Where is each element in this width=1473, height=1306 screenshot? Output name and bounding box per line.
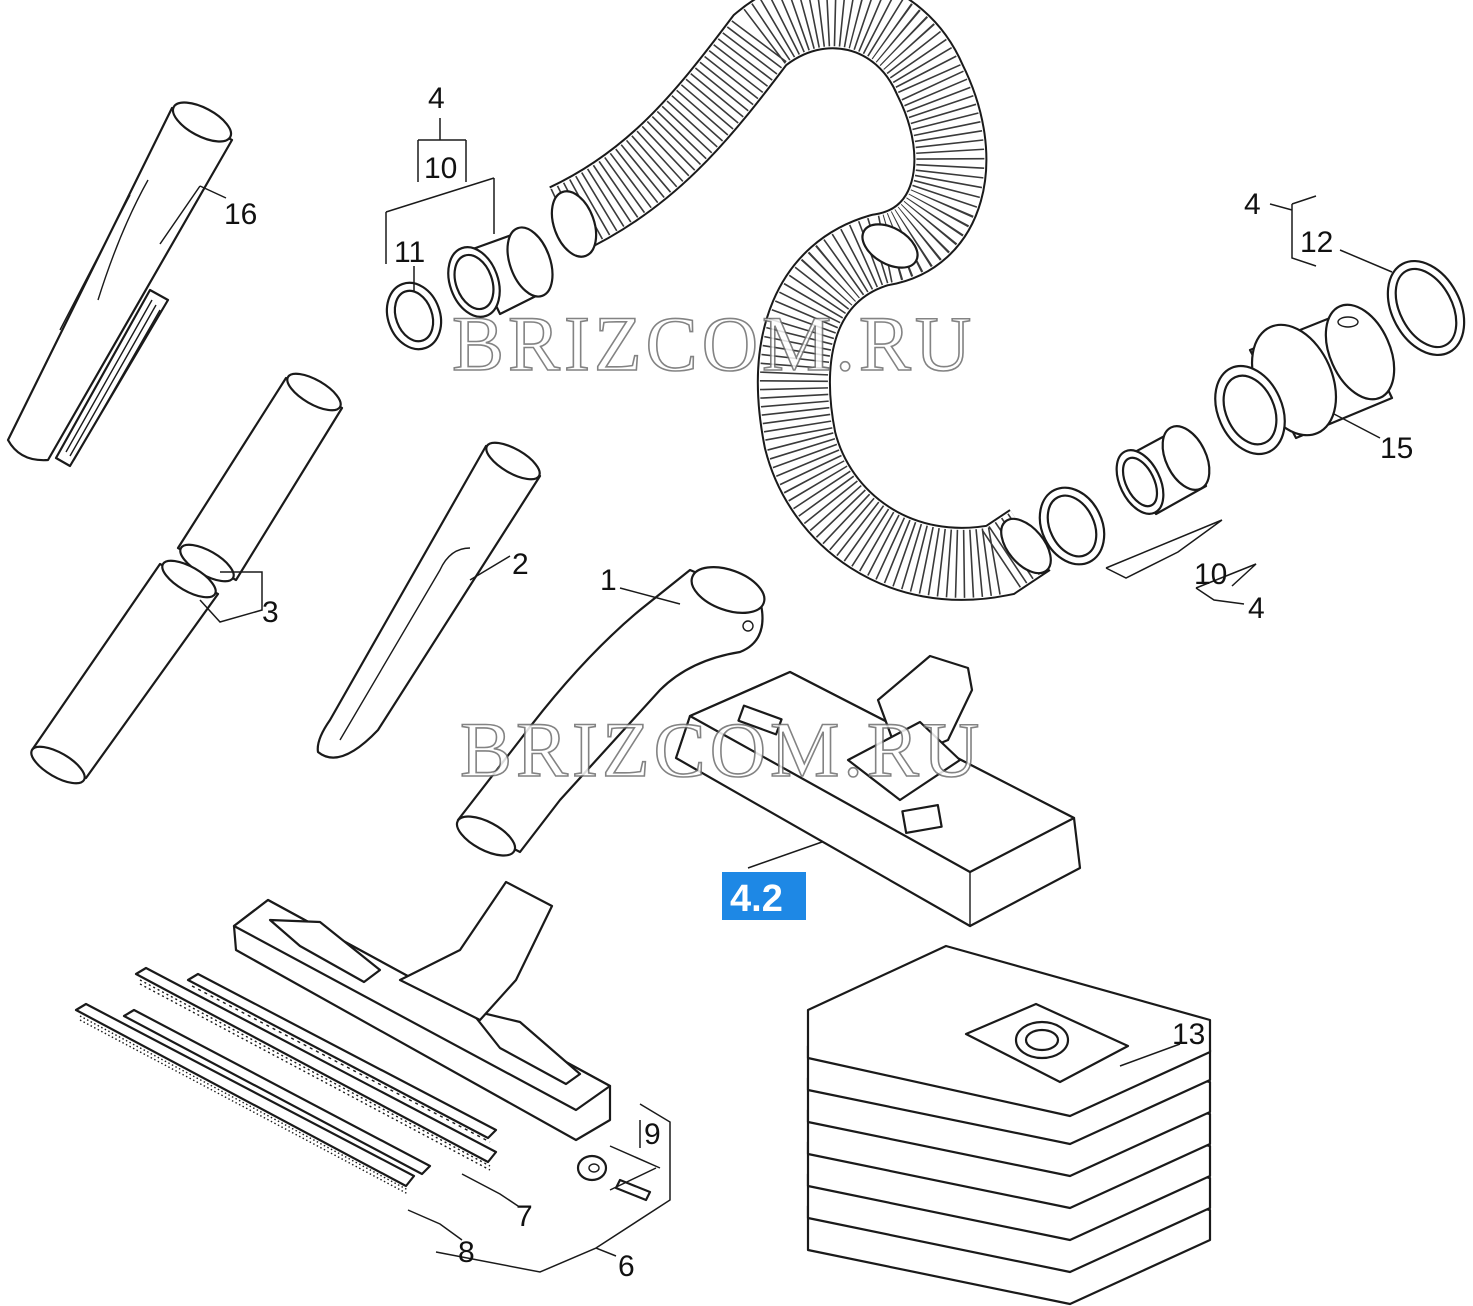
part-1-elbow-handle	[455, 566, 766, 857]
part-6-floor-nozzle-wet	[232, 880, 612, 1142]
label-7: 7	[516, 1200, 533, 1233]
label-4-top-right: 4	[1244, 188, 1261, 221]
label-11: 11	[394, 236, 425, 269]
label-15: 15	[1380, 432, 1413, 465]
label-2: 2	[512, 548, 529, 581]
part-10-hose-coupling-left	[447, 226, 554, 318]
label-9: 9	[644, 1118, 661, 1151]
part-3-suction-tubes	[30, 372, 344, 785]
part-2-crevice-nozzle	[316, 441, 542, 759]
suction-hose	[548, 0, 1052, 601]
part-13-filter-bags	[806, 944, 1212, 1306]
label-6: 6	[618, 1250, 635, 1283]
label-4-top-left: 4	[428, 82, 445, 115]
label-13: 13	[1172, 1018, 1205, 1051]
watermark-middle: BRIZCOM.RU	[460, 706, 983, 793]
leader-lines	[159, 118, 1393, 1273]
floor-nozzle-4-2	[674, 654, 1082, 928]
part-11-hose-clip	[385, 281, 443, 351]
part-10-hose-coupling-right	[1038, 425, 1211, 566]
label-1: 1	[600, 564, 617, 597]
label-12: 12	[1300, 226, 1333, 259]
label-10-right: 10	[1194, 558, 1227, 591]
watermark-top: BRIZCOM.RU	[452, 300, 975, 387]
label-4-right: 4	[1248, 592, 1265, 625]
part-15-connection-adapter	[1214, 303, 1396, 456]
label-8: 8	[458, 1236, 475, 1269]
part-8-rubber-strips	[74, 1002, 432, 1195]
label-16: 16	[224, 198, 257, 231]
badge-text: 4.2	[730, 878, 783, 920]
part-16-brush-crevice-tool	[6, 101, 234, 468]
assembly-badge-4-2[interactable]: 4.2	[722, 872, 806, 920]
part-7-brush-strips	[134, 966, 498, 1171]
label-10-top-left: 10	[424, 152, 457, 185]
part-9-wheel	[576, 1154, 652, 1202]
label-3: 3	[262, 596, 279, 629]
part-12-seal-ring	[1386, 259, 1466, 357]
